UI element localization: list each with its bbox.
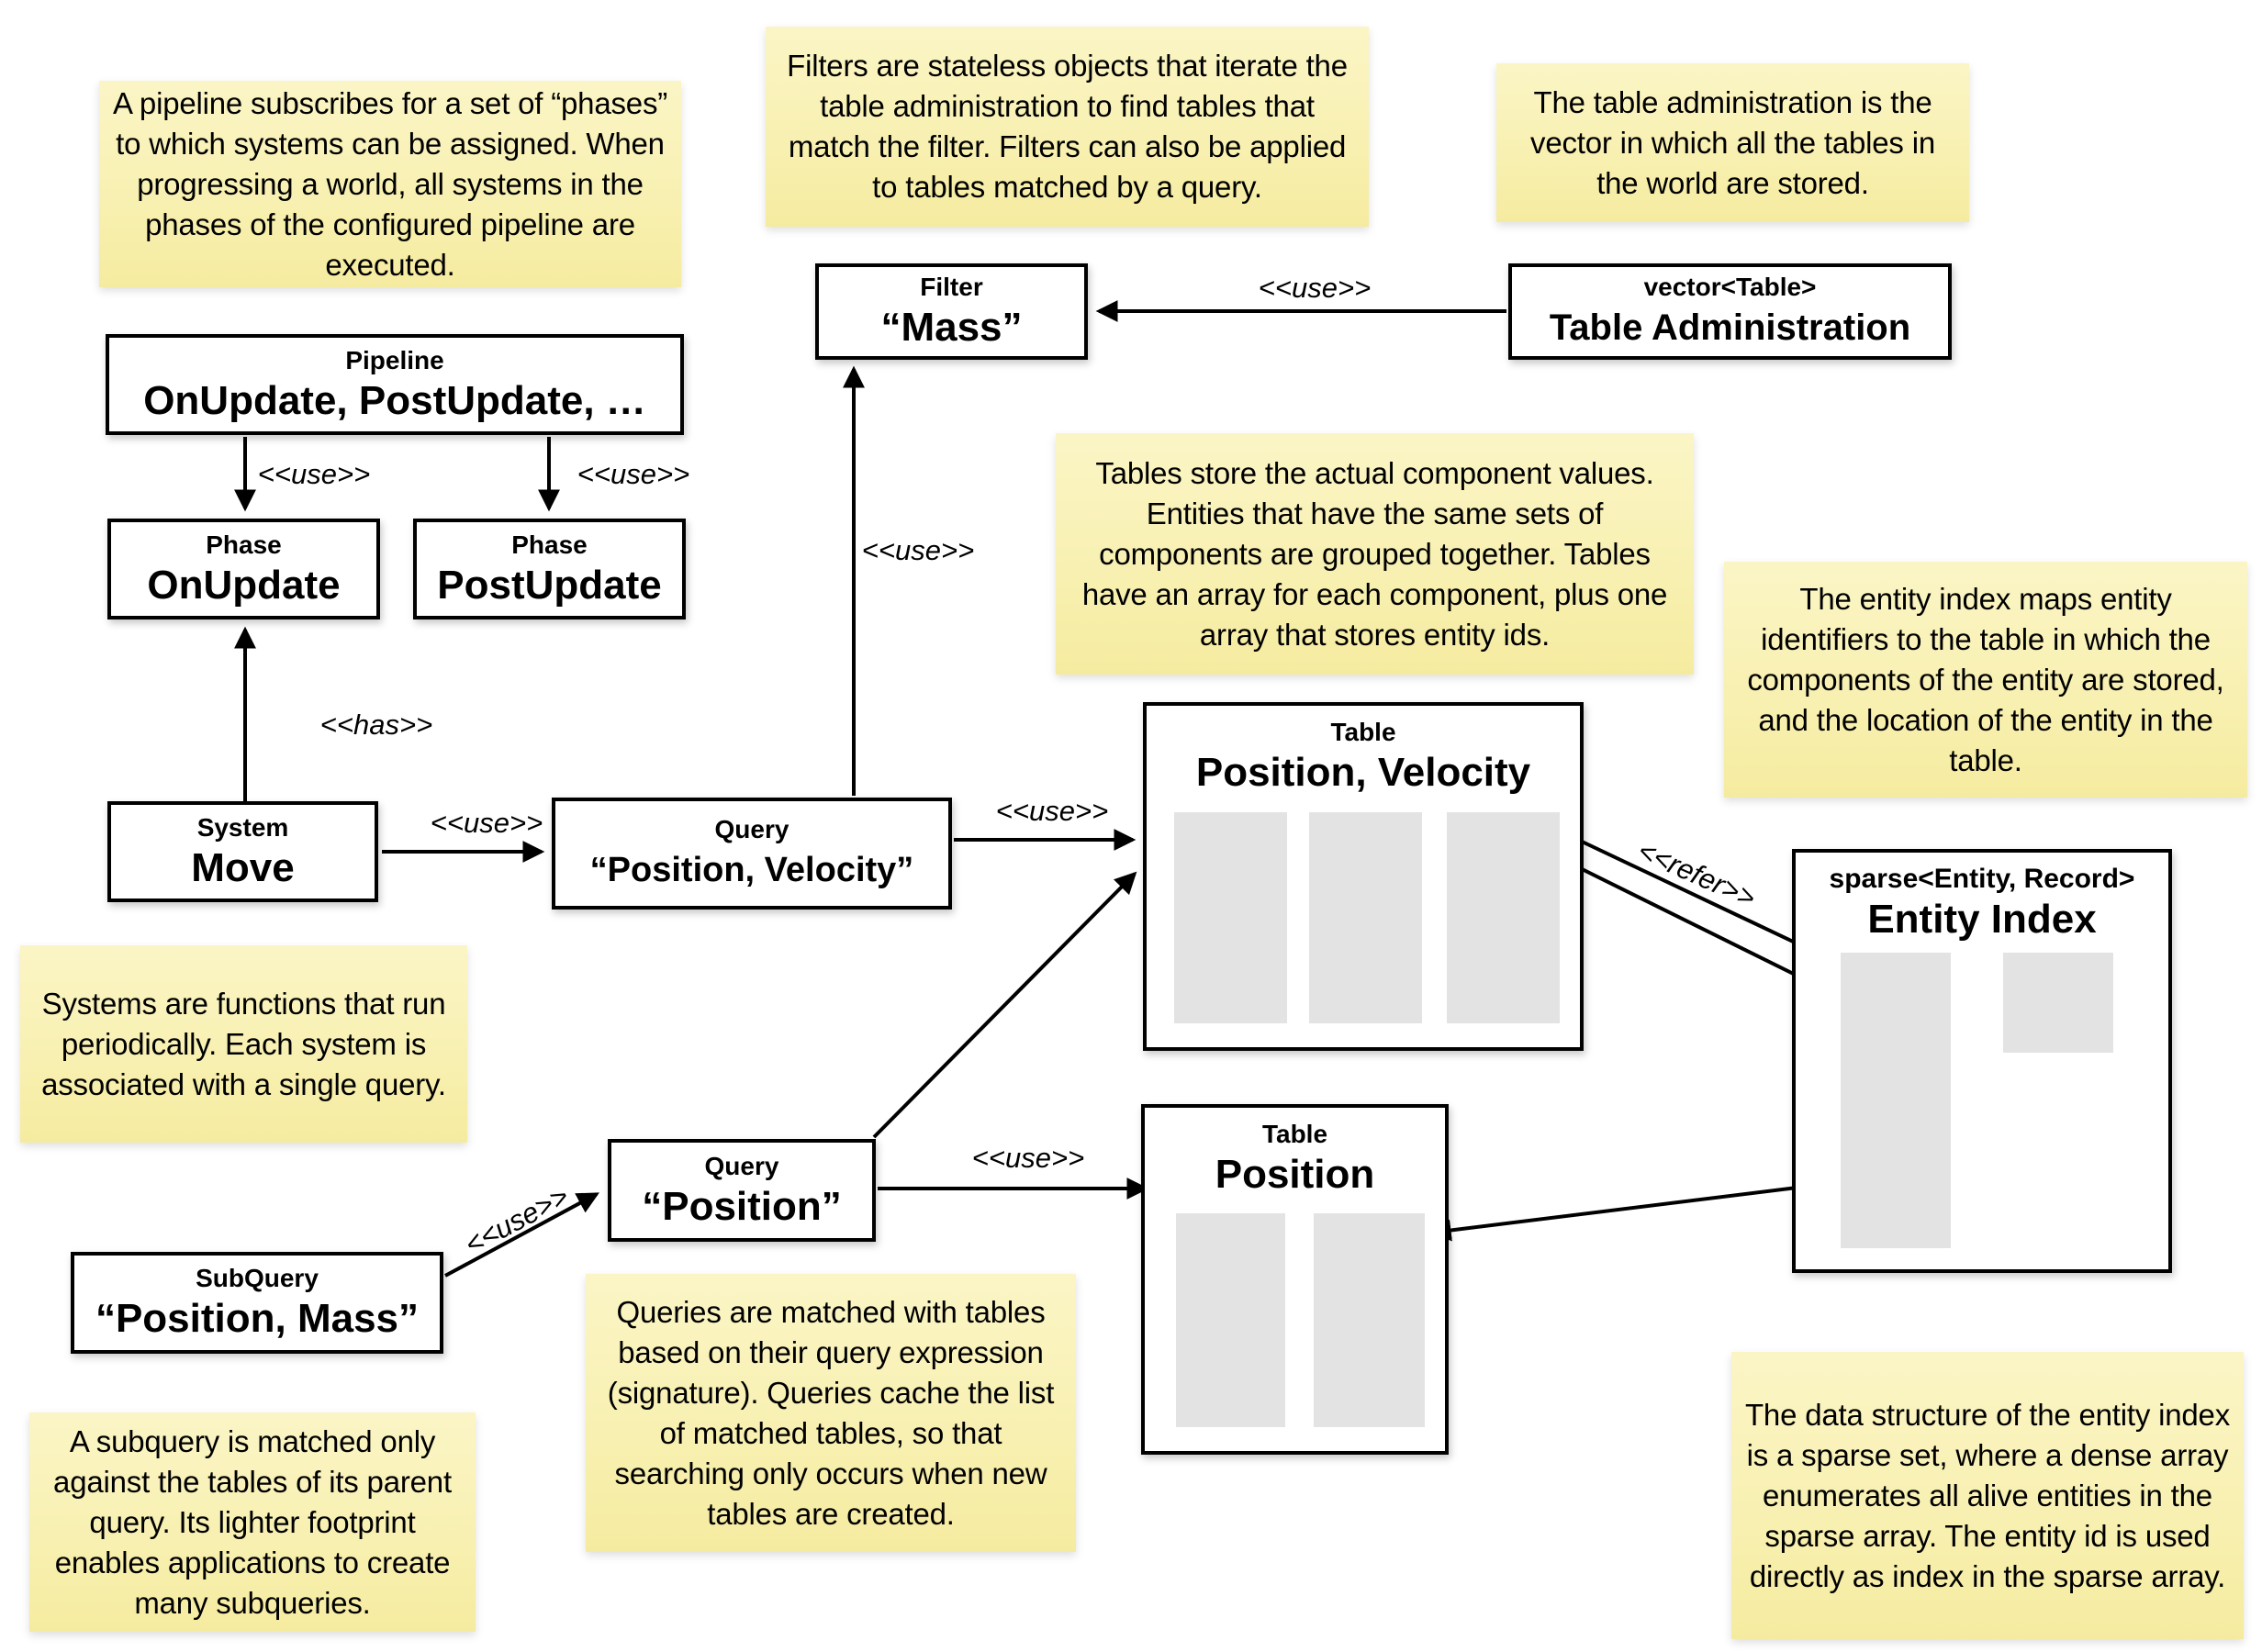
note-pipeline: A pipeline subscribes for a set of “phas… (99, 81, 681, 287)
node-entity-index: sparse<Entity, Record> Entity Index (1792, 849, 2172, 1273)
node-phase-onupdate-name: OnUpdate (147, 562, 341, 608)
node-subquery-name: “Position, Mass” (95, 1296, 420, 1341)
component-array-bar (1314, 1213, 1425, 1427)
node-query-pos-vel: Query “Position, Velocity” (552, 798, 952, 910)
node-query-pos-stereotype: Query (704, 1151, 779, 1180)
node-entity-index-name: Entity Index (1867, 897, 2097, 942)
node-table-pos-name: Position (1215, 1152, 1375, 1197)
node-table-admin-stereotype: vector<Table> (1643, 273, 1817, 301)
node-table-pos-vel-name: Position, Velocity (1195, 750, 1531, 795)
note-entity-index: The entity index maps entity identifiers… (1724, 562, 2247, 798)
label-use-move-query: <<use>> (430, 807, 543, 839)
node-system-move-stereotype: System (196, 812, 289, 842)
node-table-pos-vel: Table Position, Velocity (1143, 702, 1584, 1051)
note-tables: Tables store the actual component values… (1056, 433, 1694, 675)
label-use-query-filter: <<use>> (861, 534, 975, 566)
label-use-query-tablepos: <<use>> (971, 1142, 1085, 1174)
note-table-admin: The table administration is the vector i… (1496, 63, 1969, 222)
component-array-bar (1309, 812, 1422, 1023)
node-pipeline: Pipeline OnUpdate, PostUpdate, … (106, 334, 684, 435)
node-filter-mass-stereotype: Filter (920, 273, 983, 301)
node-query-pos: Query “Position” (608, 1139, 876, 1242)
node-pipeline-name: OnUpdate, PostUpdate, … (143, 377, 646, 423)
component-array-bar (1174, 812, 1287, 1023)
dense-array-bar (2003, 953, 2113, 1053)
label-use-query-tablepv: <<use>> (995, 795, 1109, 827)
note-sparse-set: The data structure of the entity index i… (1731, 1352, 2244, 1639)
node-phase-postupdate-name: PostUpdate (437, 562, 662, 608)
node-system-move: System Move (107, 801, 378, 902)
node-phase-onupdate: Phase OnUpdate (107, 519, 380, 620)
node-phase-postupdate-stereotype: Phase (511, 530, 588, 559)
node-filter-mass-name: “Mass” (880, 305, 1023, 350)
node-filter-mass: Filter “Mass” (815, 263, 1088, 360)
note-subquery: A subquery is matched only against the t… (29, 1412, 476, 1632)
node-table-pos-vel-stereotype: Table (1330, 718, 1396, 746)
node-table-admin-name: Table Administration (1549, 307, 1911, 348)
label-use-pipeline-onupdate: <<use>> (257, 458, 371, 490)
component-array-bar (1447, 812, 1560, 1023)
node-table-pos-stereotype: Table (1261, 1120, 1328, 1148)
label-use-admin-filter: <<use>> (1258, 272, 1372, 304)
node-query-pos-vel-name: “Position, Velocity” (589, 850, 914, 889)
label-has-move-phase: <<has>> (319, 709, 433, 741)
sparse-array-bar (1841, 953, 1951, 1248)
label-use-pipeline-postupdate: <<use>> (577, 458, 690, 490)
note-queries: Queries are matched with tables based on… (586, 1274, 1076, 1552)
component-array-bar (1176, 1213, 1285, 1427)
node-phase-onupdate-stereotype: Phase (206, 530, 282, 559)
node-subquery-stereotype: SubQuery (196, 1264, 319, 1292)
node-entity-index-stereotype: sparse<Entity, Record> (1829, 864, 2135, 894)
node-pipeline-stereotype: Pipeline (345, 345, 444, 374)
note-systems: Systems are functions that run periodica… (20, 945, 467, 1143)
node-phase-postupdate: Phase PostUpdate (413, 519, 686, 620)
node-query-pos-name: “Position” (642, 1183, 842, 1229)
node-subquery: SubQuery “Position, Mass” (71, 1252, 443, 1354)
node-query-pos-vel-stereotype: Query (714, 814, 789, 843)
node-system-move-name: Move (191, 844, 295, 890)
note-filters: Filters are stateless objects that itera… (766, 27, 1369, 227)
node-table-pos: Table Position (1141, 1104, 1449, 1455)
node-table-admin: vector<Table> Table Administration (1508, 263, 1952, 360)
